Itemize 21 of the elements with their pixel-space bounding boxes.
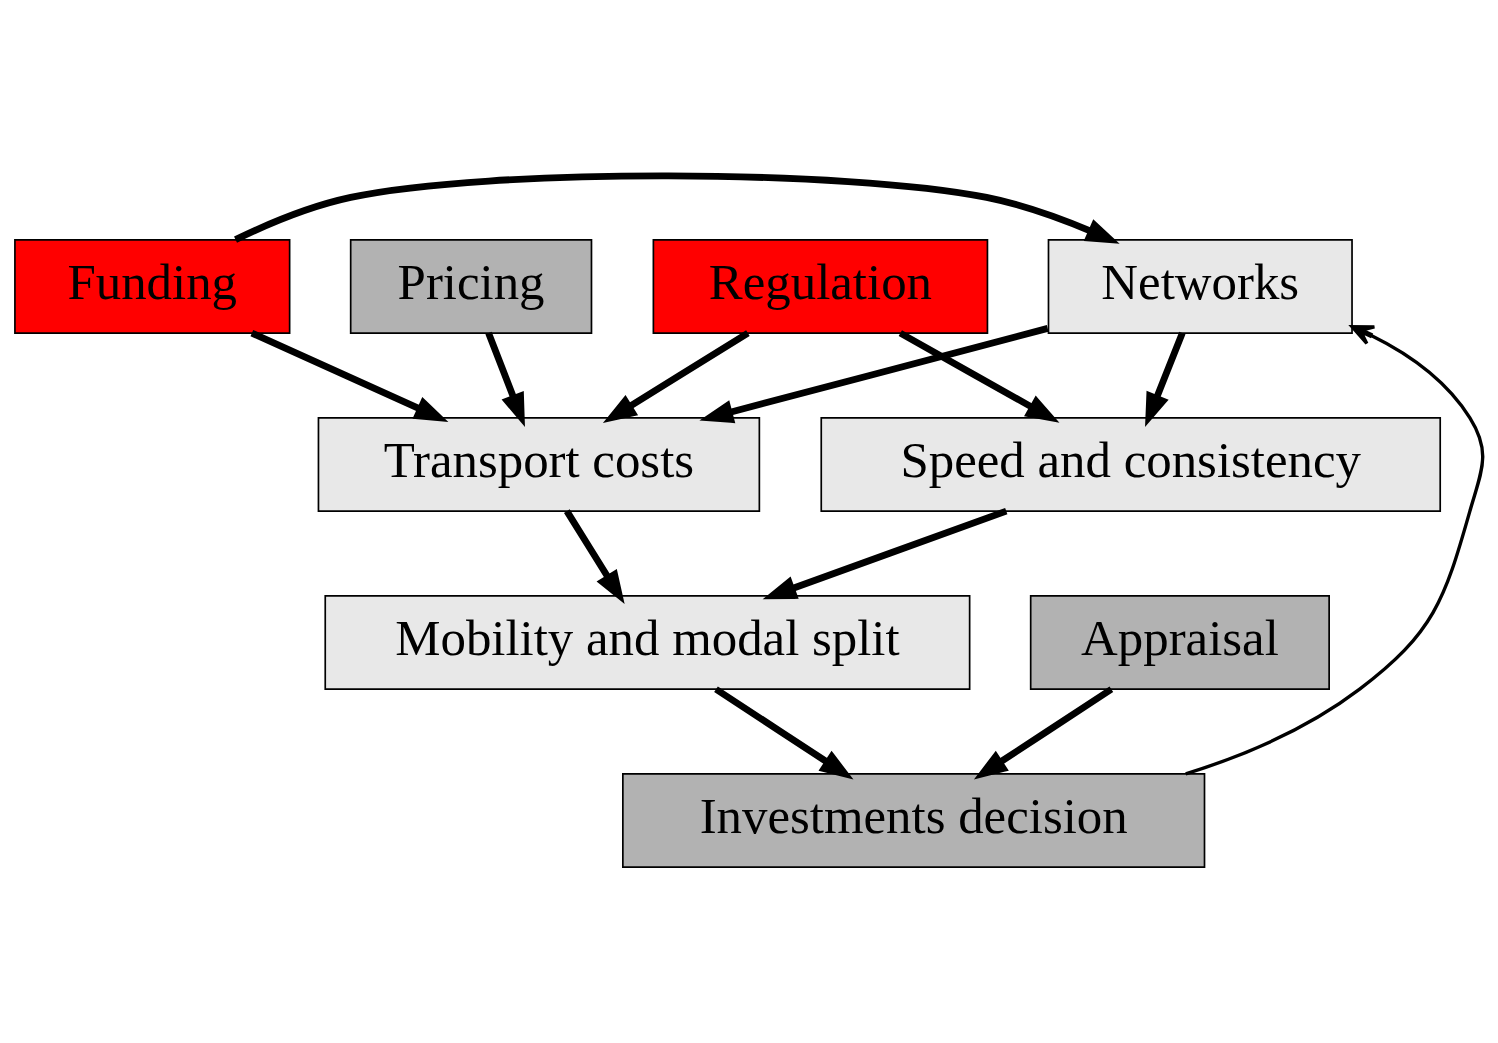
node-box: Investments decision: [622, 773, 1206, 869]
arrow: [250, 330, 449, 422]
arrow: [762, 507, 1008, 600]
arrow: [564, 509, 625, 605]
node-box: Speed and consistency: [820, 417, 1442, 512]
node-box: Transport costs: [317, 417, 761, 512]
arrow: [485, 331, 525, 427]
arrow: [234, 172, 1120, 244]
arrow: [602, 330, 750, 424]
arrow: [714, 686, 854, 780]
arrow: [1185, 325, 1485, 776]
node-box: Networks: [1047, 238, 1353, 334]
node-box: Mobility and modal split: [324, 595, 971, 690]
arrow: [973, 686, 1114, 780]
node-box: Funding: [14, 238, 291, 334]
node-box: Pricing: [349, 238, 593, 334]
arrow: [699, 325, 1049, 424]
arrow: [1145, 331, 1186, 427]
node-box: Appraisal: [1029, 595, 1330, 690]
arrow: [898, 330, 1060, 423]
node-box: Regulation: [652, 238, 989, 334]
